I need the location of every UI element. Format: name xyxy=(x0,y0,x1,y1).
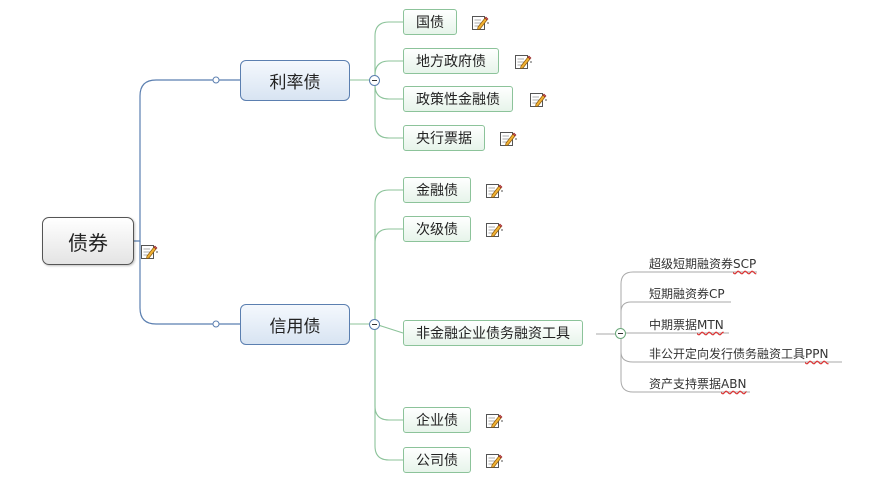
topic-node[interactable]: 企业债 xyxy=(403,407,471,433)
connector-leaf-5 xyxy=(620,334,750,393)
leaf-text: 中期票据 xyxy=(649,318,698,332)
leaf-item[interactable]: 中期票据MTN xyxy=(649,317,724,333)
branch-node-rate[interactable]: 利率债 xyxy=(240,60,350,101)
connector-credit-child-4 xyxy=(374,324,403,421)
leaf-text: 超级短期融资券 xyxy=(649,257,734,271)
topic-label: 次级债 xyxy=(416,222,458,238)
connector-credit-child-2 xyxy=(374,228,403,324)
leaf-item[interactable]: 资产支持票据ABN xyxy=(649,376,746,392)
leaf-abbr: ABN xyxy=(721,377,747,391)
note-pencil-icon[interactable] xyxy=(140,243,158,261)
topic-label: 公司债 xyxy=(416,453,458,469)
connector-leaf-1 xyxy=(596,271,757,335)
leaf-text: 资产支持票据 xyxy=(649,377,722,391)
note-pencil-icon[interactable] xyxy=(529,91,547,109)
note-pencil-icon[interactable] xyxy=(514,53,532,71)
topic-node[interactable]: 政策性金融债 xyxy=(403,86,513,112)
topic-node[interactable]: 次级债 xyxy=(403,216,471,242)
note-pencil-icon[interactable] xyxy=(485,182,503,200)
topic-node[interactable]: 公司债 xyxy=(403,447,471,473)
root-node[interactable]: 债券 xyxy=(42,217,134,265)
leaf-abbr: MTN xyxy=(697,318,724,332)
topic-label: 非金融企业债务融资工具 xyxy=(416,326,570,342)
connector-leaf-3 xyxy=(620,332,729,334)
connector-leaf-2 xyxy=(620,301,731,334)
leaf-abbr: SCP xyxy=(733,257,757,271)
topic-label: 政策性金融债 xyxy=(416,92,500,108)
connector-credit-child-5 xyxy=(374,324,403,461)
connector-root-to-rate xyxy=(134,79,240,242)
topic-label: 企业债 xyxy=(416,413,458,429)
topic-node[interactable]: 国债 xyxy=(403,9,457,35)
topic-node-subbranch[interactable]: 非金融企业债务融资工具 xyxy=(403,320,583,346)
collapse-minus-icon[interactable] xyxy=(369,75,380,86)
note-pencil-icon[interactable] xyxy=(485,412,503,430)
topic-label: 国债 xyxy=(416,15,444,31)
connector-rate-child-1 xyxy=(349,21,403,81)
connector-rate-child-4 xyxy=(374,80,403,139)
topic-label: 金融债 xyxy=(416,183,458,199)
topic-label: 央行票据 xyxy=(416,131,472,147)
connector-rate-child-2 xyxy=(374,60,403,80)
topic-node[interactable]: 地方政府债 xyxy=(403,48,499,74)
connector-dot-rate xyxy=(212,76,220,84)
note-pencil-icon[interactable] xyxy=(485,221,503,239)
topic-node[interactable]: 央行票据 xyxy=(403,125,485,151)
topic-node[interactable]: 金融债 xyxy=(403,177,471,203)
leaf-item[interactable]: 短期融资券CP xyxy=(649,286,725,302)
branch-label-credit: 信用债 xyxy=(269,317,321,337)
leaf-text: 非公开定向发行债务融资工具 xyxy=(649,347,806,361)
note-pencil-icon[interactable] xyxy=(485,452,503,470)
connector-credit-child-1 xyxy=(349,189,403,325)
leaf-text: 短期融资券CP xyxy=(649,287,725,301)
leaf-abbr: PPN xyxy=(805,347,829,361)
leaf-item[interactable]: 超级短期融资券SCP xyxy=(649,256,756,272)
branch-label-rate: 利率债 xyxy=(269,73,321,93)
topic-label: 地方政府债 xyxy=(416,54,486,70)
note-pencil-icon[interactable] xyxy=(471,14,489,32)
leaf-item[interactable]: 非公开定向发行债务融资工具PPN xyxy=(649,346,828,362)
branch-node-credit[interactable]: 信用债 xyxy=(240,304,350,345)
connector-root-to-credit xyxy=(139,241,240,325)
root-label: 债券 xyxy=(68,230,108,255)
note-pencil-icon[interactable] xyxy=(499,130,517,148)
connector-dot-credit xyxy=(212,320,220,328)
collapse-minus-icon[interactable] xyxy=(369,319,380,330)
collapse-minus-icon[interactable] xyxy=(615,328,626,339)
